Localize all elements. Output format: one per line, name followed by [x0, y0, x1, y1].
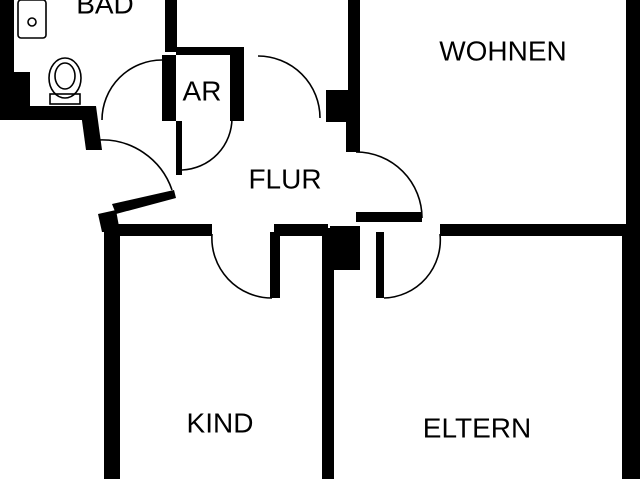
- room-label-kind: KIND: [187, 407, 254, 438]
- wall-ar-left-jamb: [162, 55, 176, 121]
- sink-drain-icon: [27, 17, 37, 27]
- wall-bad-corner: [80, 106, 102, 150]
- room-label-wohnen: WOHNEN: [439, 35, 567, 66]
- door-wohnen: [355, 151, 423, 219]
- wall-jamb-center: [330, 226, 360, 270]
- wall-right-outer: [626, 0, 640, 230]
- sink-icon: [17, 0, 47, 39]
- wall-kind-left: [104, 224, 120, 479]
- wall-eltern-top: [440, 224, 640, 236]
- wall-kind-top-right: [274, 224, 328, 236]
- wall-flur-diagonal: [112, 190, 176, 214]
- wall-ar-left-lower: [176, 121, 182, 175]
- door-flur-top: [257, 55, 321, 119]
- wall-wohnen-bottom: [356, 212, 422, 222]
- door-kind: [211, 233, 273, 299]
- toilet-tank-icon: [49, 93, 81, 105]
- toilet-seat-icon: [54, 62, 76, 90]
- bathroom-fixtures: [17, 0, 82, 105]
- door-ar: [181, 117, 233, 171]
- wall-bad-bottom: [0, 106, 92, 120]
- room-label-eltern: ELTERN: [423, 412, 531, 443]
- wall-bad-right: [165, 0, 177, 52]
- wall-jamb-kind: [270, 232, 280, 298]
- wall-flur-wohnen-mid: [346, 90, 360, 152]
- room-label-ar: AR: [183, 75, 222, 106]
- wall-eltern-right: [622, 224, 640, 479]
- room-label-bad: BAD: [76, 0, 134, 19]
- door-bad-leaf: [97, 139, 173, 191]
- toilet-bowl-icon: [48, 57, 82, 99]
- room-labels: BAD AR WOHNEN FLUR KIND ELTERN: [76, 0, 567, 443]
- door-eltern: [383, 233, 442, 299]
- wall-kind-right: [322, 228, 334, 479]
- wall-kind-top-left: [104, 224, 212, 236]
- wall-jamb-eltern: [376, 232, 384, 298]
- wall-flur-wohnen-top: [348, 0, 360, 90]
- wall-ar-right-jamb: [230, 55, 244, 121]
- door-bad: [101, 59, 163, 121]
- room-label-flur: FLUR: [248, 163, 321, 194]
- wall-ar-top: [176, 47, 244, 55]
- doors: [97, 55, 442, 299]
